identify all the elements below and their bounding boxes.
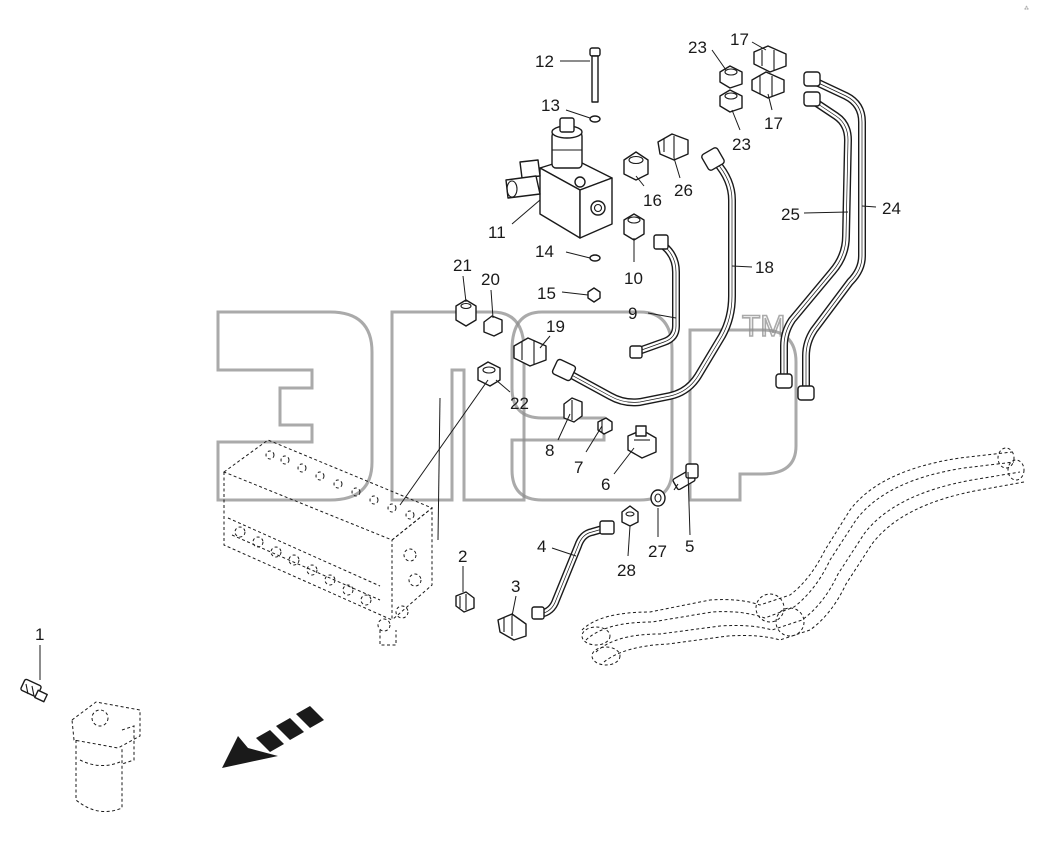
callout-24: 24 (882, 199, 901, 218)
part-2-nipple (455, 591, 475, 613)
part-1-pressure-switch (20, 678, 48, 703)
part-19-tee (513, 337, 547, 367)
part-6-tee (627, 425, 657, 459)
callout-25: 25 (781, 205, 800, 224)
callout-22: 22 (510, 394, 529, 413)
part-10-fitting (623, 213, 645, 241)
callout-2: 2 (458, 547, 467, 566)
callout-labels: 1 2 3 4 5 6 7 8 9 10 11 12 13 14 15 16 1… (35, 30, 901, 644)
part-24-pipe (797, 71, 866, 401)
part-15-nut (587, 287, 601, 303)
callout-15: 15 (537, 284, 556, 303)
part-5-adapter (672, 463, 699, 491)
callout-11: 11 (488, 223, 506, 242)
part-23-fitting-upper (719, 65, 743, 89)
callout-28: 28 (617, 561, 636, 580)
part-17-elbow-upper (753, 45, 787, 73)
part-13-washer (589, 115, 601, 123)
part-8-nut (563, 397, 583, 423)
callout-17-upper: 17 (730, 30, 749, 49)
callout-23-upper: 23 (688, 38, 707, 57)
callout-18: 18 (755, 258, 774, 277)
part-7-plug (597, 417, 613, 435)
part-16-fitting (623, 151, 649, 181)
callout-23-lower: 23 (732, 135, 751, 154)
callout-19: 19 (546, 317, 565, 336)
part-20-plug (483, 315, 503, 337)
callout-26: 26 (674, 181, 693, 200)
callout-6: 6 (601, 475, 610, 494)
callout-14: 14 (535, 242, 554, 261)
control-valve-block (222, 439, 433, 646)
callout-17-lower: 17 (764, 114, 783, 133)
part-4-pipe (531, 520, 615, 620)
callout-9: 9 (628, 304, 637, 323)
part-21-nut (455, 299, 477, 327)
corner-mark: ⁂ (1024, 5, 1029, 12)
watermark-trademark: TM (742, 310, 785, 343)
callout-16: 16 (643, 191, 662, 210)
callout-7: 7 (574, 458, 583, 477)
callout-1: 1 (35, 625, 44, 644)
callout-20: 20 (481, 270, 500, 289)
forward-direction-arrow-icon (222, 706, 324, 768)
callout-21: 21 (453, 256, 472, 275)
part-9-pipe (629, 234, 680, 359)
callout-5: 5 (685, 537, 694, 556)
part-23-fitting-lower (719, 89, 743, 113)
callout-12: 12 (535, 52, 554, 71)
part-25-pipe (775, 91, 852, 389)
leader-lines (39, 41, 877, 680)
callout-13: 13 (541, 96, 560, 115)
part-3-elbow (497, 613, 527, 641)
part-14-washer (589, 254, 601, 262)
part-17-elbow-lower (751, 71, 785, 99)
callout-10: 10 (624, 269, 643, 288)
part-27-washer (650, 489, 666, 507)
callout-8: 8 (545, 441, 554, 460)
hydraulic-filter (71, 701, 141, 813)
hydraulic-hoses (581, 447, 1025, 666)
part-11-solenoid-valve (505, 117, 613, 239)
callout-3: 3 (511, 577, 520, 596)
watermark-logo: TM (216, 309, 798, 502)
part-12-bolt (589, 47, 601, 103)
part-28-nut (621, 505, 639, 527)
part-22-adapter (477, 361, 501, 387)
part-26-elbow (657, 133, 689, 161)
callout-27: 27 (648, 542, 667, 561)
part-18-pipe (551, 147, 736, 407)
callout-4: 4 (537, 537, 546, 556)
